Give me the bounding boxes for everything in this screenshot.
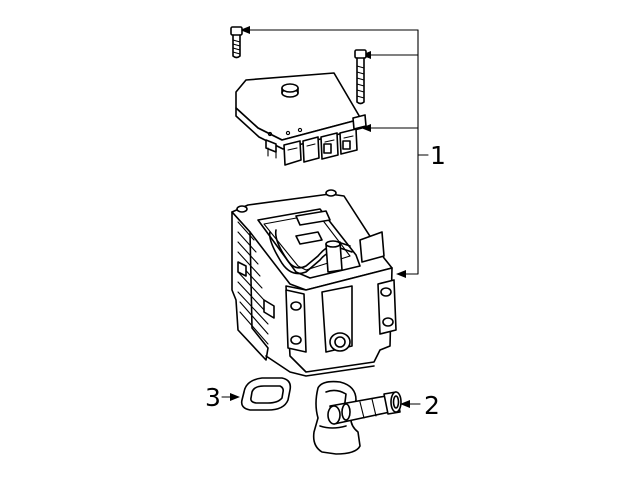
callout-2-leader: [400, 400, 421, 408]
screw-long: [354, 49, 367, 105]
hose-assembly: [312, 380, 402, 455]
callout-1-label: 1: [430, 141, 446, 170]
callout-1-leaders: [240, 26, 429, 278]
callout-2-label: 2: [424, 391, 440, 420]
gasket: [240, 377, 292, 411]
callout-3-label: 3: [205, 383, 221, 412]
module-housing: [231, 189, 397, 377]
callout-3-leader: [221, 393, 240, 401]
screw-short: [230, 26, 243, 59]
control-module: [235, 72, 367, 166]
